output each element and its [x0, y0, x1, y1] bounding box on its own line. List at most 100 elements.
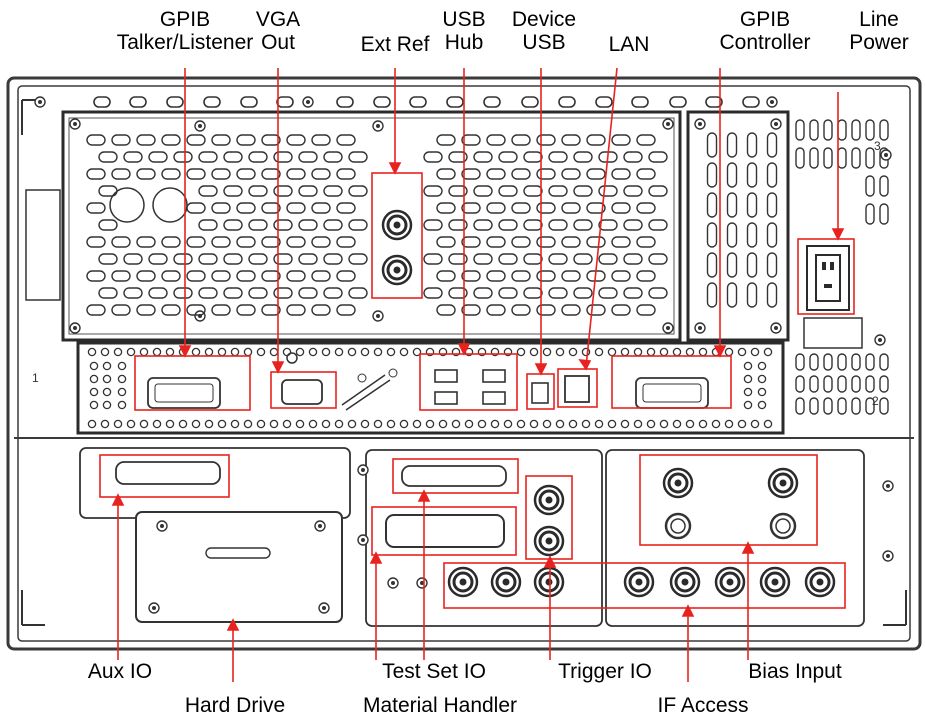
vent-slot — [348, 253, 368, 265]
vent-slot — [809, 353, 819, 371]
vent-slot — [473, 219, 493, 231]
vent-hole — [412, 419, 422, 429]
vent-slot — [486, 304, 506, 316]
vent-slot — [161, 134, 181, 146]
label-lan: LAN — [604, 33, 654, 56]
vent-hole — [347, 419, 357, 429]
vent-hole — [555, 347, 565, 357]
vent-slot — [706, 252, 718, 278]
vent-slot — [86, 134, 106, 146]
vent-slot — [436, 134, 456, 146]
vent-hole — [594, 347, 604, 357]
vent-hole — [724, 419, 734, 429]
vent-slot — [536, 202, 556, 214]
vent-hole — [102, 400, 112, 410]
vent-slot — [273, 185, 293, 197]
vent-slot — [461, 304, 481, 316]
vent-slot — [536, 168, 556, 180]
vent-slot — [136, 304, 156, 316]
vent-slot — [111, 304, 131, 316]
label-test-set-io: Test Set IO — [382, 660, 486, 683]
vent-hole — [256, 419, 266, 429]
vent-slot — [598, 219, 618, 231]
vent-hole — [743, 387, 753, 397]
vent-slot — [223, 219, 243, 231]
vent-slot — [586, 168, 606, 180]
vent-slot — [211, 236, 231, 248]
vent-slot — [611, 202, 631, 214]
vent-slot — [311, 202, 331, 214]
vent-slot — [98, 151, 118, 163]
vent-slot — [809, 397, 819, 415]
callout-box-ext-ref — [371, 172, 423, 299]
vent-slot — [461, 236, 481, 248]
vent-slot — [123, 253, 143, 265]
vent-slot — [548, 287, 568, 299]
vent-slot — [611, 270, 631, 282]
vent-slot — [706, 222, 718, 248]
vent-slot — [766, 162, 778, 188]
vent-slot — [636, 168, 656, 180]
vent-slot — [706, 162, 718, 188]
panel-mark-3: 3 — [874, 139, 881, 153]
vent-hole — [360, 419, 370, 429]
vent-slot — [879, 375, 889, 393]
vent-slot — [261, 134, 281, 146]
vent-slot — [298, 151, 318, 163]
vent-slot — [573, 253, 593, 265]
vent-slot — [186, 304, 206, 316]
vent-slot — [311, 270, 331, 282]
vent-slot — [746, 132, 758, 158]
vent-slot — [726, 192, 738, 218]
vent-slot — [523, 151, 543, 163]
vent-slot — [823, 147, 833, 169]
vent-slot — [161, 168, 181, 180]
vent-slot — [98, 185, 118, 197]
vent-slot — [323, 253, 343, 265]
callout-box-aux-io — [99, 454, 230, 498]
vent-slot — [837, 375, 847, 393]
vent-slot — [473, 151, 493, 163]
vent-hole — [750, 347, 760, 357]
vent-slot — [448, 287, 468, 299]
vent-slot — [286, 270, 306, 282]
vent-slot — [273, 287, 293, 299]
vent-slot — [548, 185, 568, 197]
vent-hole — [373, 419, 383, 429]
vent-slot — [423, 287, 443, 299]
vent-slot — [123, 151, 143, 163]
vent-hole — [89, 387, 99, 397]
vent-slot — [198, 219, 218, 231]
vent-slot — [623, 151, 643, 163]
vent-hole — [757, 361, 767, 371]
vent-hole — [542, 419, 552, 429]
vent-hole — [117, 374, 127, 384]
vent-slot — [211, 202, 231, 214]
vent-slot — [851, 397, 861, 415]
callout-box-line-power — [797, 238, 855, 315]
label-line-power-line2: Power — [849, 31, 909, 54]
vent-slot — [795, 147, 805, 169]
vent-slot — [473, 287, 493, 299]
vent-grid — [86, 134, 668, 316]
vent-hole — [659, 419, 669, 429]
vent-slot — [586, 134, 606, 146]
vent-slot — [706, 282, 718, 308]
vent-slot — [879, 119, 889, 141]
vent-slot — [311, 236, 331, 248]
vent-slot — [766, 132, 778, 158]
label-usb-hub-line1: USB — [442, 8, 486, 31]
vent-hole — [360, 347, 370, 357]
callout-box-bias-input — [639, 454, 818, 546]
vent-slot — [726, 282, 738, 308]
vent-slot — [111, 168, 131, 180]
vent-slot — [336, 168, 356, 180]
vent-slot — [298, 287, 318, 299]
vent-slot — [823, 353, 833, 371]
vent-slot — [86, 270, 106, 282]
vent-slot — [436, 202, 456, 214]
label-aux-io: Aux IO — [87, 660, 153, 683]
vent-slot — [186, 236, 206, 248]
vent-slot — [436, 270, 456, 282]
